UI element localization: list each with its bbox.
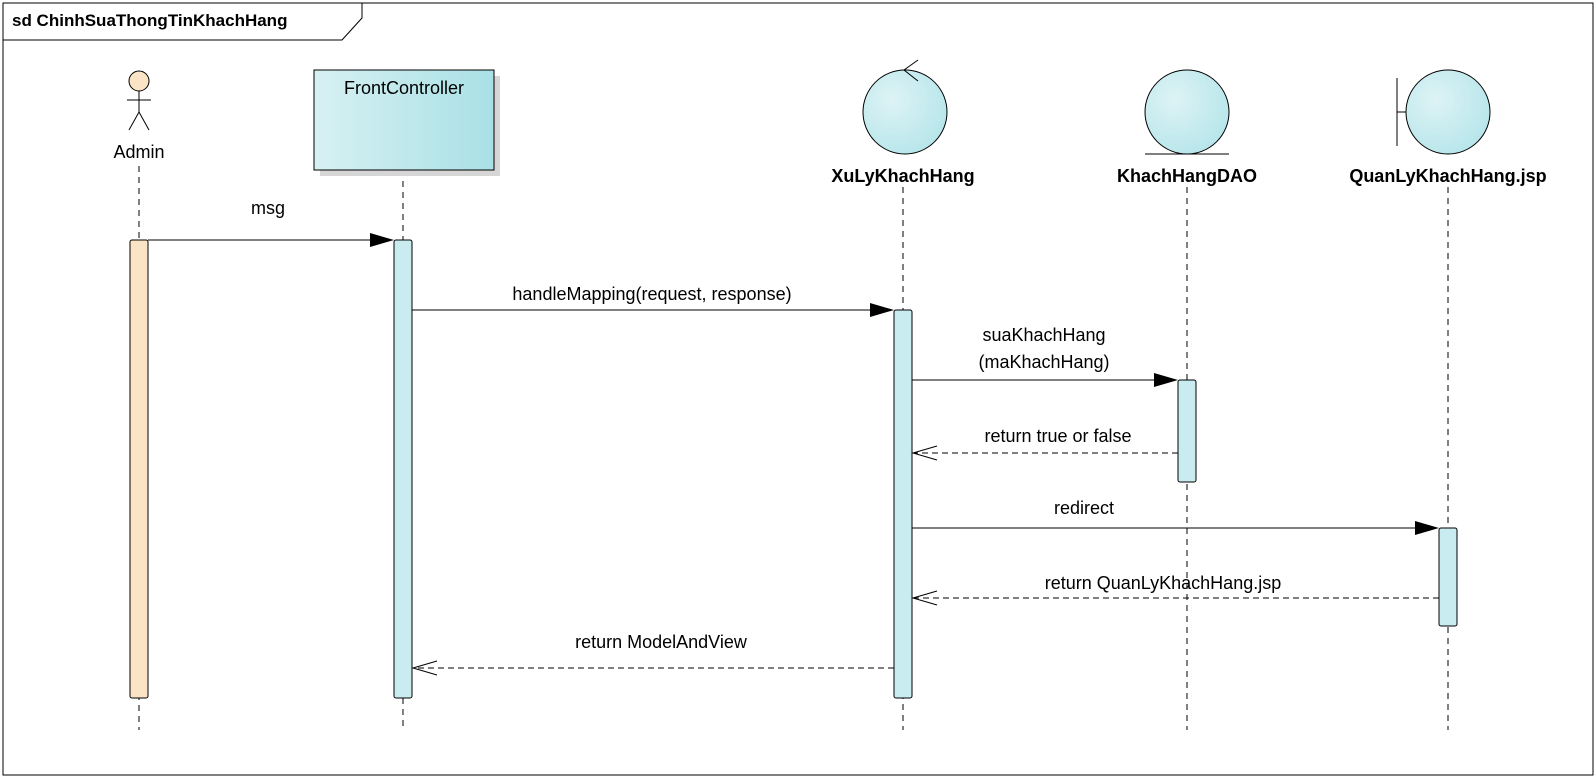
lifeline-front-label: FrontController — [344, 78, 464, 98]
arrowhead-filled — [870, 303, 894, 317]
activation-jsp — [1438, 527, 1458, 627]
message-sua-khach-hang-label-line1: suaKhachHang — [982, 325, 1105, 345]
lifeline-admin-label: Admin — [113, 142, 164, 162]
message-redirect-label: redirect — [1054, 498, 1114, 518]
arrowhead-open — [911, 445, 938, 461]
message-sua-khach-hang-label-line2: (maKhachHang) — [978, 352, 1109, 372]
lifeline-xuly-label: XuLyKhachHang — [831, 166, 974, 186]
message-redirect: redirect — [912, 498, 1439, 535]
message-return-true-false: return true or false — [911, 426, 1178, 461]
lifeline-front-box — [313, 69, 495, 171]
boundary-icon — [1396, 69, 1491, 155]
arrowhead-filled — [1154, 373, 1178, 387]
arrowhead-filled — [1415, 521, 1439, 535]
entity-icon — [1144, 69, 1230, 155]
actor-head — [128, 70, 150, 92]
message-return-model-and-view: return ModelAndView — [411, 632, 894, 676]
arrowhead-open — [911, 590, 938, 606]
message-return-jsp: return QuanLyKhachHang.jsp — [911, 573, 1439, 606]
frame-title: sd ChinhSuaThongTinKhachHang — [12, 11, 287, 30]
message-return-jsp-label: return QuanLyKhachHang.jsp — [1045, 573, 1281, 593]
actor-admin — [127, 70, 151, 131]
message-handle-mapping-label: handleMapping(request, response) — [512, 284, 791, 304]
lifeline-jsp-label: QuanLyKhachHang.jsp — [1349, 166, 1546, 186]
arrowhead-filled — [370, 233, 394, 247]
activation-dao — [1177, 379, 1197, 483]
message-return-true-false-label: return true or false — [984, 426, 1131, 446]
control-icon — [862, 59, 948, 155]
message-msg-label: msg — [251, 198, 285, 218]
lifeline-dao-label: KhachHangDAO — [1117, 166, 1257, 186]
message-sua-khach-hang: suaKhachHang (maKhachHang) — [912, 325, 1178, 387]
activation-xuly — [893, 309, 913, 699]
activation-admin — [129, 239, 149, 699]
message-return-model-and-view-label: return ModelAndView — [575, 632, 748, 652]
activation-front — [393, 239, 413, 699]
message-msg: msg — [148, 198, 394, 247]
message-handle-mapping: handleMapping(request, response) — [412, 284, 894, 317]
frame-title-tab — [2, 2, 363, 41]
arrowhead-open — [411, 660, 438, 676]
